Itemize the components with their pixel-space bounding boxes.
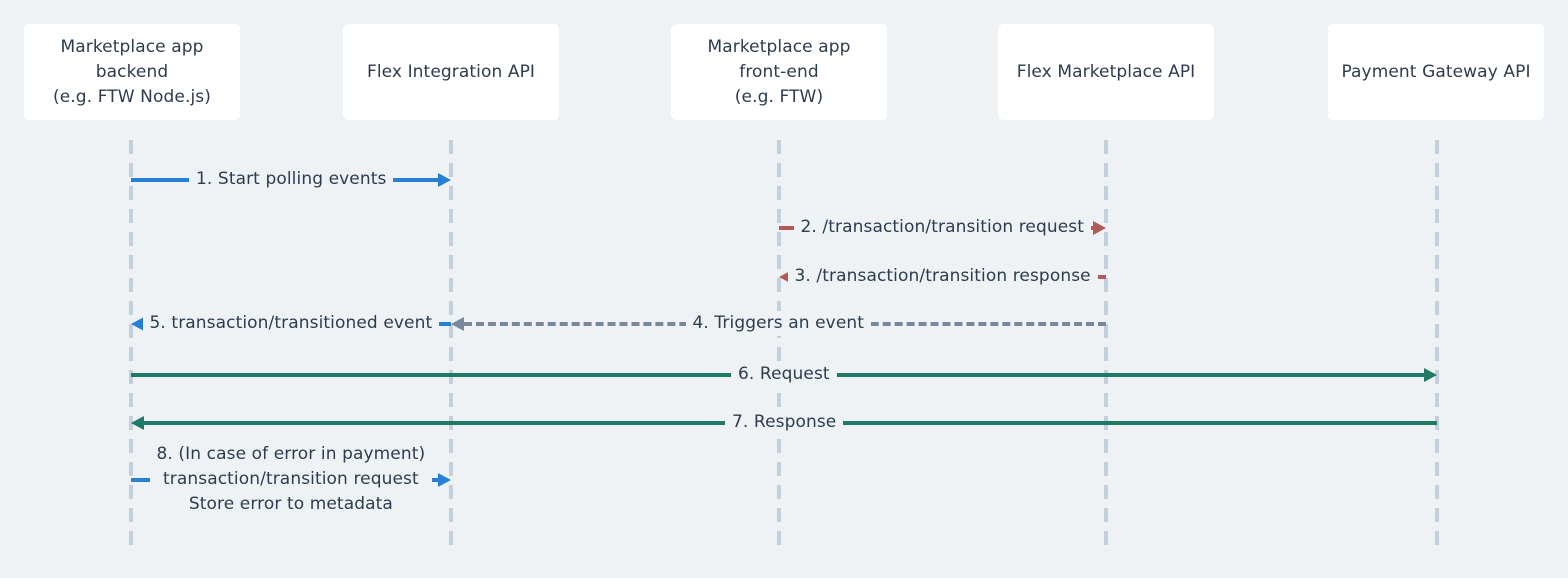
lifeline-marketplace-app-frontend: [777, 140, 781, 550]
message-label-3: 3. /transaction/transition response: [787, 263, 1098, 289]
message-arrowhead-7: [131, 416, 144, 430]
message-label-1: 1. Start polling events: [189, 166, 394, 192]
participant-box-payment-gateway-api[interactable]: Payment Gateway API: [1328, 24, 1544, 120]
participant-box-flex-integration-api[interactable]: Flex Integration API: [343, 24, 559, 120]
lifeline-payment-gateway-api: [1435, 140, 1439, 550]
message-label-7: 7. Response: [725, 409, 844, 435]
message-arrowhead-8: [438, 473, 451, 487]
participant-box-marketplace-app-backend[interactable]: Marketplace app backend (e.g. FTW Node.j…: [24, 24, 240, 120]
message-label-2: 2. /transaction/transition request: [793, 214, 1092, 240]
participant-label-flex-marketplace-api: Flex Marketplace API: [1016, 61, 1196, 82]
message-arrowhead-1: [438, 173, 451, 187]
participant-label-flex-integration-api: Flex Integration API: [366, 61, 536, 82]
message-arrowhead-5: [131, 317, 144, 331]
participant-box-flex-marketplace-api[interactable]: Flex Marketplace API: [998, 24, 1214, 120]
participant-label-payment-gateway-api: Payment Gateway API: [1341, 61, 1531, 82]
message-label-5: 5. transaction/transitioned event: [142, 310, 440, 336]
message-arrowhead-2: [1093, 221, 1106, 235]
participant-label-marketplace-app-backend: Marketplace app backend (e.g. FTW Node.j…: [53, 36, 211, 107]
message-label-6: 6. Request: [731, 361, 837, 387]
message-label-4: 4. Triggers an event: [685, 310, 872, 336]
participant-label-marketplace-app-frontend: Marketplace app front-end (e.g. FTW): [707, 36, 851, 107]
lifeline-flex-integration-api: [449, 140, 453, 550]
message-arrowhead-6: [1424, 368, 1437, 382]
lifeline-marketplace-app-backend: [129, 140, 133, 550]
participant-box-marketplace-app-frontend[interactable]: Marketplace app front-end (e.g. FTW): [671, 24, 887, 120]
message-label-8: 8. (In case of error in payment) transac…: [149, 441, 433, 517]
lifeline-flex-marketplace-api: [1104, 140, 1108, 550]
message-arrowhead-4: [451, 317, 464, 331]
